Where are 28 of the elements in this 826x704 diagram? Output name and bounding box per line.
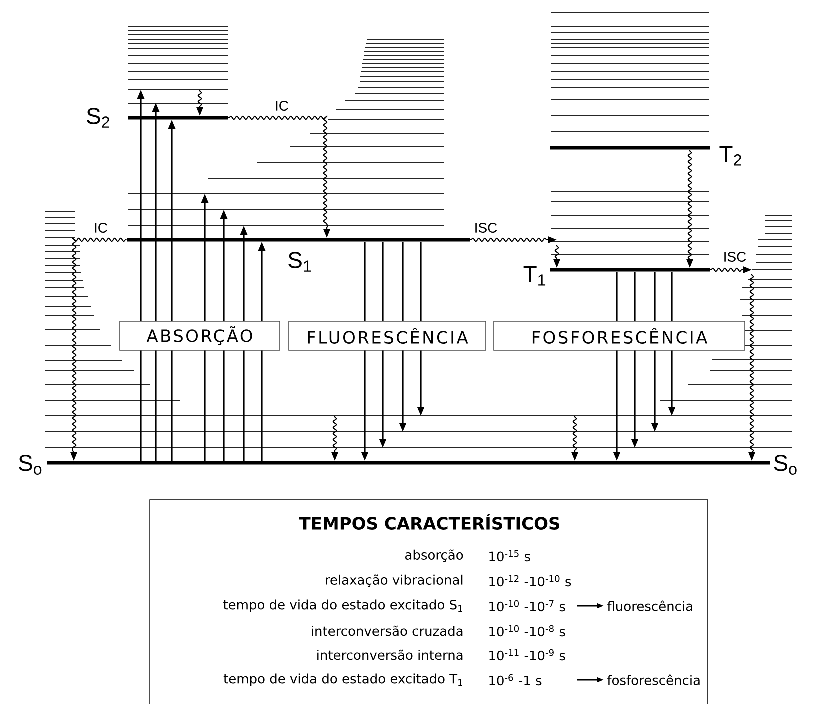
- result-label: fluorescência: [608, 600, 692, 612]
- time-value: 10$^{-12}$ -10$^{-10}$ s: [490, 575, 572, 587]
- process-name: absorção: [406, 550, 464, 562]
- edge-label: ISC: [722, 251, 748, 263]
- result-label: fosforescência: [608, 674, 700, 686]
- process-name: tempo de vida do estado excitado S$_{1}$: [224, 600, 462, 612]
- process-name: relaxação vibracional: [326, 574, 463, 588]
- time-value: 10$^{-10}$ -10$^{-7}$ s: [490, 600, 566, 612]
- level-label: T$_{1}$: [524, 266, 546, 286]
- time-value: 10$^{-6}$ -1 s: [490, 674, 542, 686]
- time-value: 10$^{-11}$ -10$^{-9}$ s: [490, 649, 566, 661]
- level-label: S$_{1}$: [288, 252, 312, 272]
- caption-box: ABSORÇÃO: [120, 321, 280, 351]
- level-label: T$_{2}$: [720, 146, 742, 166]
- process-name: interconversão interna: [318, 650, 463, 660]
- table-title: TEMPOS CARACTERÍSTICOS: [299, 514, 560, 530]
- edge-label: IC: [274, 100, 290, 112]
- caption-box: FOSFORESCÊNCIA: [494, 321, 746, 351]
- process-name: tempo de vida do estado excitado T$_{1}$: [224, 674, 462, 686]
- level-label: S$_{2}$: [87, 108, 110, 128]
- edge-label: IC: [93, 222, 109, 234]
- edge-label: ISC: [473, 222, 499, 234]
- caption-box: FLUORESCÊNCIA: [288, 321, 486, 351]
- process-name: interconversão cruzada: [312, 626, 463, 636]
- time-value: 10$^{-15}$ s: [490, 550, 530, 562]
- level-label: S$_{o}$: [19, 455, 42, 475]
- level-label: S$_{o}$: [774, 455, 797, 475]
- time-value: 10$^{-10}$ -10$^{-8}$ s: [490, 625, 566, 637]
